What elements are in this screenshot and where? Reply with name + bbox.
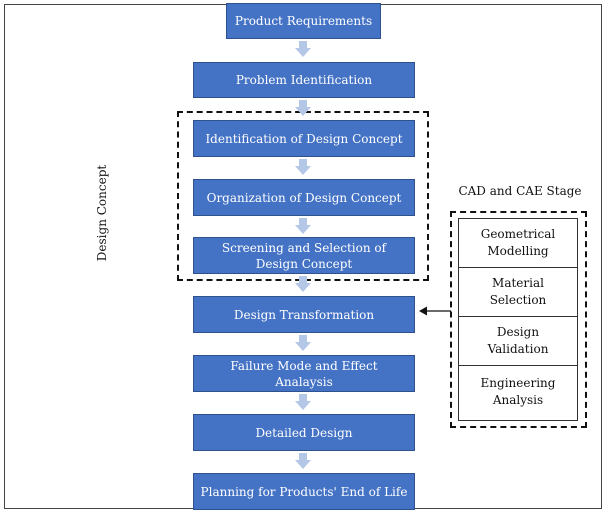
cad-item-engineering-analysis: Engineering Analysis	[480, 375, 556, 407]
cad-cae-title: CAD and CAE Stage	[458, 184, 582, 198]
down-arrow-icon	[295, 159, 311, 175]
step-design-transformation: Design Transformation	[193, 296, 415, 333]
down-arrow-icon	[295, 41, 311, 57]
cad-cae-group-border	[450, 211, 587, 428]
left-arrow-icon	[419, 306, 451, 316]
step-problem-identification: Problem Identification	[193, 62, 415, 98]
step-organization-of-design-concept: Organization of Design Concept	[193, 179, 415, 216]
step-product-requirements: Product Requirements	[226, 3, 381, 39]
design-concept-group-label: Design Concept	[95, 164, 109, 262]
down-arrow-icon	[295, 394, 311, 410]
down-arrow-icon	[295, 453, 311, 469]
step-planning-end-of-life: Planning for Products' End of Life	[193, 473, 415, 510]
down-arrow-icon	[295, 100, 311, 116]
cad-cae-list: Geometrical Modelling Material Selection…	[458, 218, 578, 421]
step-failure-mode-and-effect-analysis: Failure Mode and Effect Analaysis	[193, 355, 415, 392]
step-detailed-design: Detailed Design	[193, 414, 415, 451]
down-arrow-icon	[295, 335, 311, 351]
step-identification-of-design-concept: Identification of Design Concept	[193, 120, 415, 157]
down-arrow-icon	[295, 276, 311, 292]
down-arrow-icon	[295, 218, 311, 234]
cad-item-geometrical-modelling: Geometrical Modelling	[459, 219, 577, 268]
cad-item-material-selection: Material Selection	[459, 268, 577, 317]
cad-item-design-validation: Design Validation	[459, 317, 577, 366]
step-screening-and-selection: Screening and Selection of Design Concep…	[193, 237, 415, 274]
